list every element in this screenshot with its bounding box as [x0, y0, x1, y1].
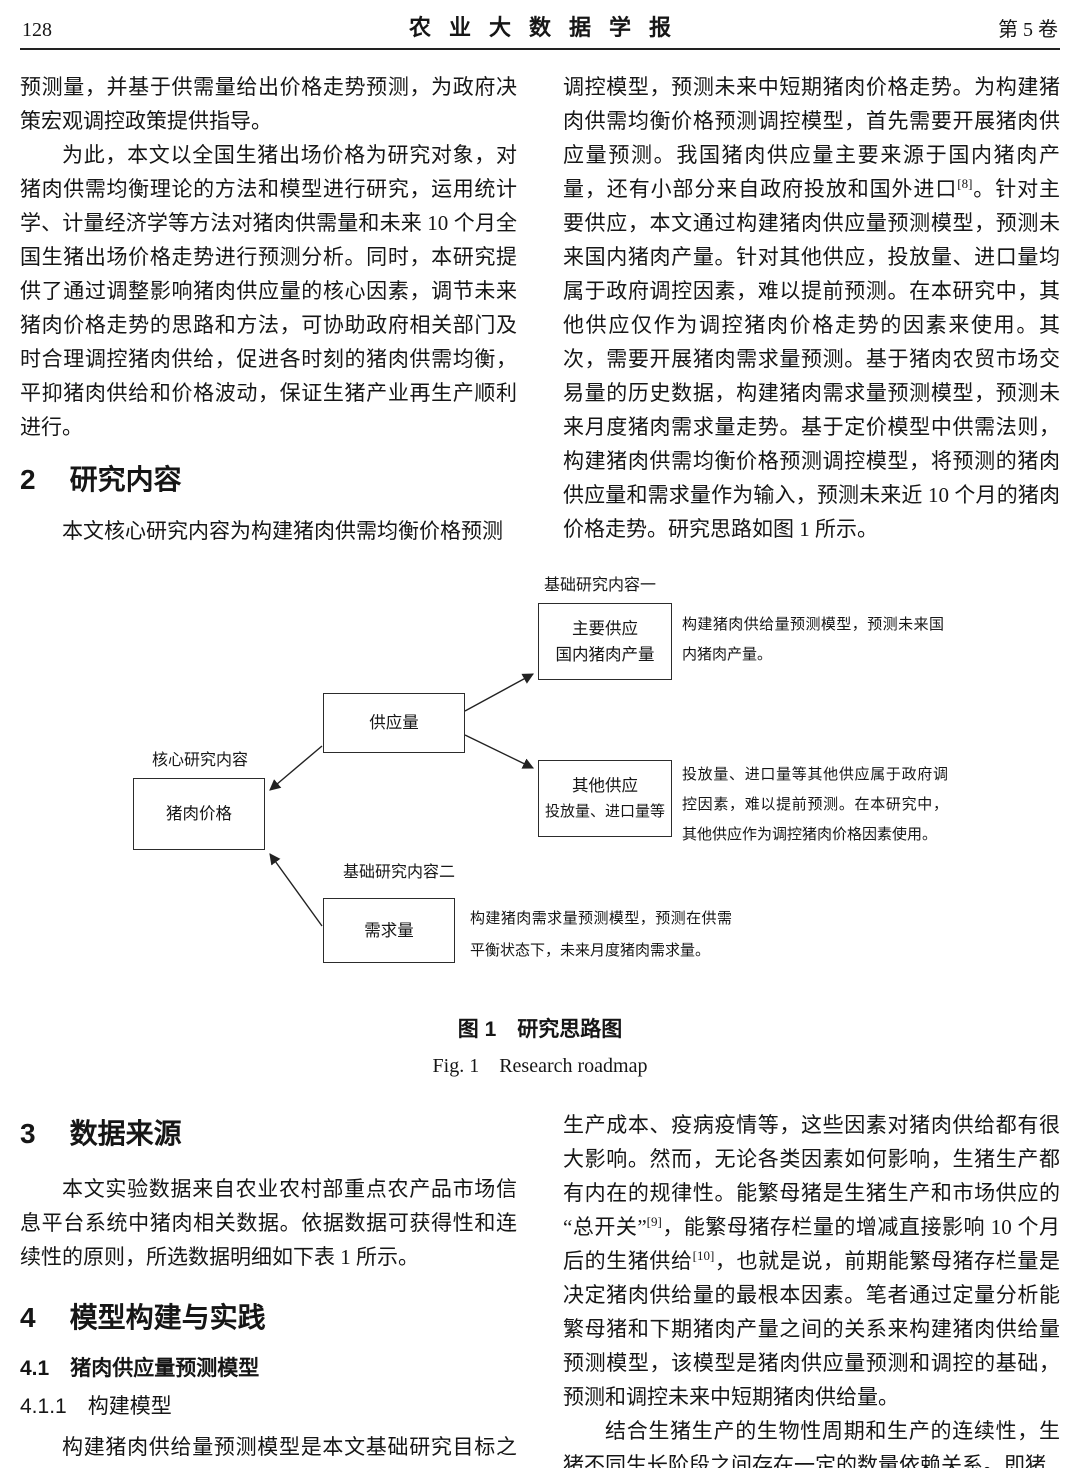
section-number: 4 — [20, 1302, 36, 1333]
paragraph-text: ，能繁母猪存栏量的增减直接影响 10 个月后的生猪供给 — [563, 1215, 1060, 1273]
subsection-heading-4-1: 4.1 猪肉供应量预测模型 — [20, 1357, 260, 1380]
paragraph-continuation: 预测量，并基于供需量给出价格走势预测，为政府决策宏观调控政策提供指导。 — [20, 75, 517, 133]
paragraph-continuation: 生产成本、疫病疫情等，这些因素对猪肉供给都有很大影响。然而，无论各类因素如何影响… — [563, 1108, 1060, 1414]
figure-caption: 图 1 研究思路图 Fig. 1 Research roadmap — [20, 1016, 1060, 1080]
label-basic-research-2: 基础研究内容二 — [343, 864, 456, 881]
paragraph-text: 生产成本、疫病疫情等，这些因素对猪肉供给都有很大影响。然而，无论各类因素如何影响… — [563, 1113, 1060, 1239]
paragraph: 本文核心研究内容为构建猪肉供需均衡价格预测 — [62, 519, 503, 543]
intro-columns: 预测量，并基于供需量给出价格走势预测，为政府决策宏观调控政策提供指导。 为此，本… — [20, 70, 1060, 558]
note-other-supply: 投放量、进口量等其他供应属于政府调控因素，难以提前预测。在本研究中，其他供应作为… — [682, 767, 948, 843]
page-number: 128 — [22, 19, 52, 41]
label-basic-research-1: 基础研究内容一 — [544, 577, 657, 594]
citation-ref-8: [8] — [957, 176, 973, 191]
box-demand: 需求量 — [323, 898, 455, 963]
paragraph: 构建猪肉供给量预测模型是本文基础研究目标之一。影响猪肉供给量的因素有很多，例如国… — [62, 1435, 517, 1459]
intro-left-column: 预测量，并基于供需量给出价格走势预测，为政府决策宏观调控政策提供指导。 为此，本… — [20, 70, 517, 558]
paragraph: 为此，本文以全国生猪出场价格为研究对象，对猪肉供需均衡理论的方法和模型进行研究，… — [20, 143, 517, 439]
figure-caption-zh: 图 1 研究思路图 — [457, 1018, 623, 1041]
box-price-label: 猪肉价格 — [166, 804, 232, 823]
paragraph-text: 调控模型，预测未来中短期猪肉价格走势。为构建猪肉供需均衡价格预测调控模型，首先需… — [563, 75, 1060, 201]
paragraph: 结合生猪生产的生物性周期和生产的连续性，生猪不同生长阶段之间存在一定的数量依赖关… — [563, 1419, 1060, 1468]
paragraph-continuation: 调控模型，预测未来中短期猪肉价格走势。为构建猪肉供需均衡价格预测调控模型，首先需… — [563, 70, 1060, 546]
section-number: 3 — [20, 1118, 36, 1149]
figure-1-diagram: 基础研究内容一 主要供应 国内猪肉产量 构建猪肉供给量预测模型，预测未来国内猪肉… — [20, 570, 1060, 990]
section-heading-model: 4 模型构建与实践 — [20, 1298, 517, 1338]
figure-arrows — [269, 673, 535, 927]
body-left-column: 3 数据来源 本文实验数据来自农业农村部重点农产品市场信息平台系统中猪肉相关数据。… — [20, 1108, 517, 1468]
body-right-column: 生产成本、疫病疫情等，这些因素对猪肉供给都有很大影响。然而，无论各类因素如何影响… — [563, 1108, 1060, 1468]
page-header: 128 农业大数据学报 第 5 卷 — [20, 0, 1060, 50]
subsection-heading-4-1-1: 4.1.1 构建模型 — [20, 1395, 172, 1418]
section-title: 数据来源 — [69, 1118, 182, 1149]
box-demand-label: 需求量 — [364, 920, 414, 940]
box-main-supply-line2: 国内猪肉产量 — [555, 644, 655, 664]
box-price: 猪肉价格 — [133, 778, 265, 850]
note-demand: 构建猪肉需求量预测模型，预测在供需平衡状态下，未来月度猪肉需求量。 — [470, 911, 732, 959]
box-other-supply-line2: 投放量、进口量等 — [544, 803, 665, 820]
volume-label: 第 5 卷 — [997, 19, 1058, 41]
box-supply: 供应量 — [323, 693, 465, 753]
box-other-supply: 其他供应 投放量、进口量等 — [538, 760, 672, 837]
intro-right-column: 调控模型，预测未来中短期猪肉价格走势。为构建猪肉供需均衡价格预测调控模型，首先需… — [563, 70, 1060, 558]
note-main-supply: 构建猪肉供给量预测模型，预测未来国内猪肉产量。 — [682, 617, 944, 663]
paragraph-text: 。针对主要供应，本文通过构建猪肉供应量预测模型，预测未来国内猪肉产量。针对其他供… — [563, 177, 1060, 541]
box-main-supply: 主要供应 国内猪肉产量 — [538, 603, 672, 680]
section-heading-data-source: 3 数据来源 — [20, 1114, 517, 1154]
label-core-research: 核心研究内容 — [152, 752, 249, 769]
box-other-supply-line1: 其他供应 — [572, 775, 638, 795]
citation-ref-10: [10] — [692, 1248, 715, 1263]
box-supply-label: 供应量 — [369, 713, 419, 732]
paragraph-text: ，也就是说，前期能繁母猪存栏量是决定猪肉供给量的最根本因素。笔者通过定量分析能繁… — [563, 1249, 1060, 1409]
box-main-supply-line1: 主要供应 — [572, 618, 638, 638]
section-title: 研究内容 — [69, 464, 182, 495]
paragraph: 本文实验数据来自农业农村部重点农产品市场信息平台系统中猪肉相关数据。依据数据可获… — [20, 1177, 517, 1269]
section-number: 2 — [20, 464, 36, 495]
citation-ref-9: [9] — [646, 1214, 662, 1229]
journal-title: 农业大数据学报 — [408, 15, 689, 40]
figure-caption-en: Fig. 1 Research roadmap — [432, 1055, 648, 1077]
section-heading-research-content: 2 研究内容 — [20, 460, 517, 500]
section-title: 模型构建与实践 — [69, 1302, 266, 1333]
body-columns: 3 数据来源 本文实验数据来自农业农村部重点农产品市场信息平台系统中猪肉相关数据。… — [20, 1108, 1060, 1468]
